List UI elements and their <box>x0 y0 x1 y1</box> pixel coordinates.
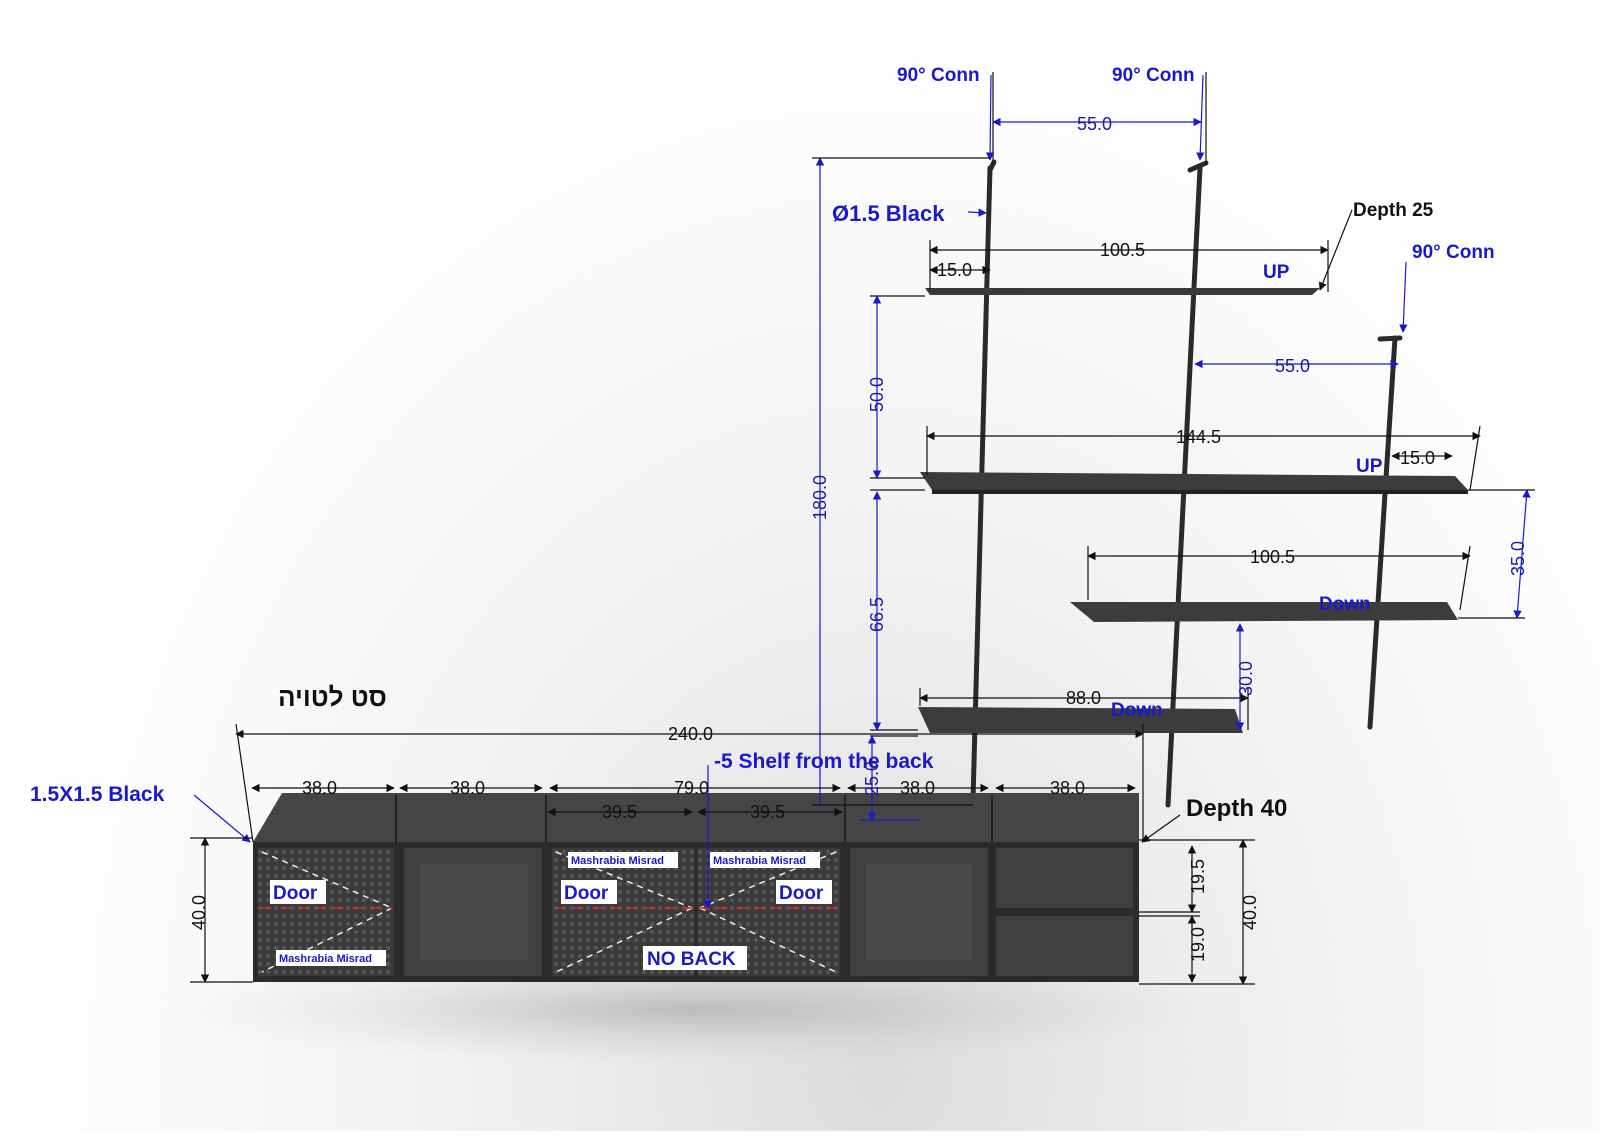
dim-cabinet-width: 240.0 <box>668 724 713 744</box>
label-conn-1: 90° Conn <box>897 65 980 86</box>
dim-bay-2: 38.0 <box>450 778 485 798</box>
bay-2-back <box>420 864 528 960</box>
label-up-2: UP <box>1356 456 1383 477</box>
label-shelf-note: -5 Shelf from the back <box>714 750 934 773</box>
open-bay-5-top <box>996 848 1133 908</box>
shelf-down-right <box>1070 602 1458 622</box>
dim-bay-3: 79.0 <box>674 778 709 798</box>
door-label-bg-1 <box>270 880 326 904</box>
label-frame-spec: 1.5X1.5 Black <box>30 783 165 806</box>
dim-shelf-low-width: 88.0 <box>1066 688 1101 708</box>
label-down-2: Down <box>1111 700 1163 721</box>
dim-conn-gap-mid: 55.0 <box>1275 356 1310 376</box>
wall-shelf-unit <box>918 159 1468 808</box>
dim-gap-upper: 50.0 <box>867 377 887 412</box>
shelf-middle-edge <box>932 490 1468 494</box>
dim-shelf-mid-width: 144.5 <box>1176 427 1221 447</box>
dim-bay-5: 38.0 <box>1050 778 1085 798</box>
dim-cab-height-right: 40.0 <box>1240 895 1260 930</box>
connector-hook-3 <box>1377 335 1403 342</box>
dim-shelf-mid-offset: 15.0 <box>1400 448 1435 468</box>
label-conn-3: 90° Conn <box>1412 242 1495 263</box>
shelf-top <box>925 288 1320 295</box>
label-conn-2: 90° Conn <box>1112 65 1195 86</box>
dim-drop-low: 30.0 <box>1236 661 1256 696</box>
dim-bay-4: 38.0 <box>900 778 935 798</box>
dim-shelf-top-offset: 15.0 <box>937 260 972 280</box>
no-back-bg <box>643 946 747 970</box>
dim-gap-bottom: 25.0 <box>862 761 882 796</box>
shelf-low <box>918 707 1243 733</box>
label-mash-3: Mashrabia Misrad <box>713 855 806 867</box>
dim-shelf-down-width: 100.5 <box>1250 547 1295 567</box>
dim-drawer-top: 19.5 <box>1188 859 1208 894</box>
label-door-3: Door <box>779 883 824 904</box>
dim-drop-right: 35.0 <box>1508 541 1528 576</box>
bay-4-back <box>866 864 972 960</box>
label-down-1: Down <box>1319 594 1371 615</box>
cabinet-top <box>253 793 1139 842</box>
dim-bay-3a: 39.5 <box>602 802 637 822</box>
connector-hook-2 <box>1187 160 1209 173</box>
label-mash-2: Mashrabia Misrad <box>571 855 664 867</box>
rod-right <box>1367 335 1398 730</box>
dim-bay-1: 38.0 <box>302 778 337 798</box>
label-depth-cabinet: Depth 40 <box>1186 795 1287 822</box>
label-depth-shelf: Depth 25 <box>1353 200 1434 221</box>
page-title: סט לטויה <box>278 682 387 712</box>
shelf-middle <box>920 472 1468 490</box>
floor-shadow <box>170 955 1210 1065</box>
dimension-lines <box>190 72 1535 985</box>
annotations: 90° Conn 90° Conn 90° Conn Ø1.5 Black De… <box>30 65 1495 970</box>
dim-shelf-top-width: 100.5 <box>1100 240 1145 260</box>
door-label-bg-2 <box>561 880 617 904</box>
mash-bg-1 <box>276 950 386 966</box>
door-label-bg-3 <box>776 880 832 904</box>
open-bay-5-bottom <box>996 916 1133 976</box>
label-door-2: Door <box>564 883 609 904</box>
dim-total-height: 180.0 <box>810 475 830 520</box>
dim-conn-gap-top: 55.0 <box>1077 114 1112 134</box>
label-mash-1: Mashrabia Misrad <box>279 953 372 965</box>
dim-cab-height-left: 40.0 <box>189 895 209 930</box>
dim-gap-lower: 66.5 <box>867 597 887 632</box>
label-no-back: NO BACK <box>647 949 736 970</box>
mash-bg-3 <box>710 852 820 868</box>
mash-bg-2 <box>568 852 678 868</box>
label-up-1: UP <box>1263 262 1290 283</box>
label-door-1: Door <box>273 883 318 904</box>
dim-drawer-bottom: 19.0 <box>1188 927 1208 962</box>
dimension-values: 55.0 100.5 15.0 55.0 144.5 15.0 100.5 88… <box>189 114 1528 962</box>
label-rod-spec: Ø1.5 Black <box>832 201 945 226</box>
dim-bay-3b: 39.5 <box>750 802 785 822</box>
